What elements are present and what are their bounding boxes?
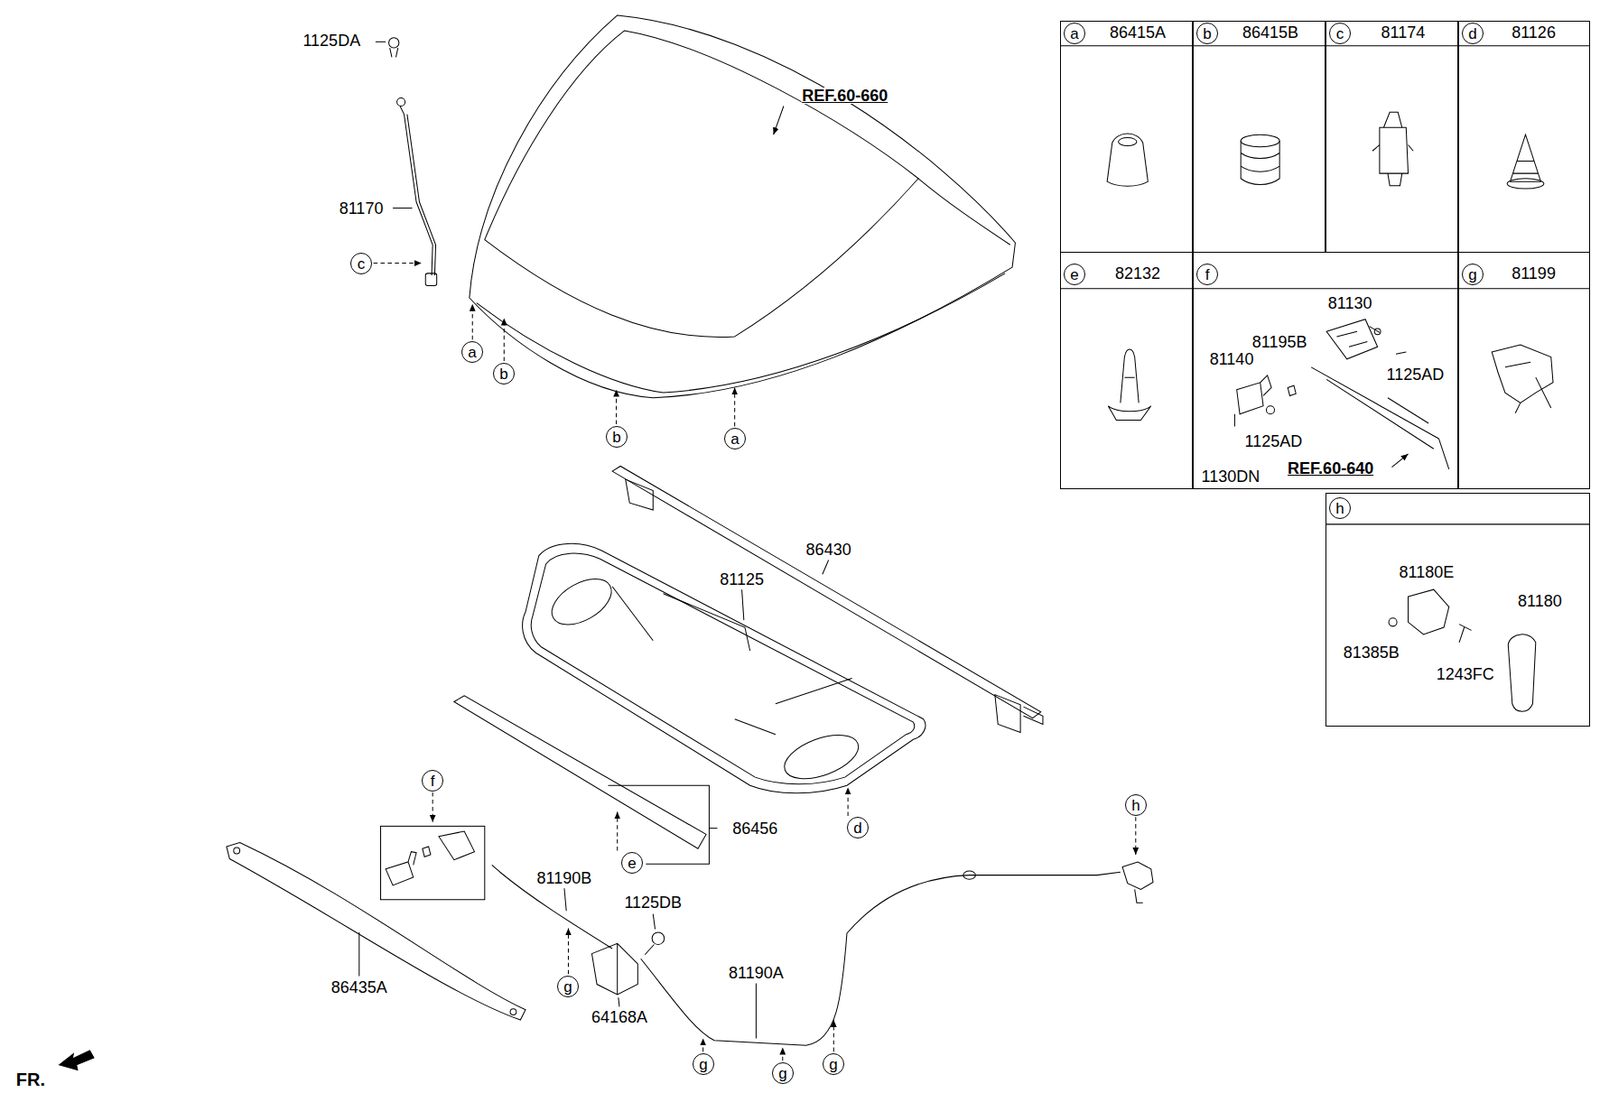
part-number: 82132 (1115, 265, 1161, 282)
callout-letter: f (1205, 267, 1210, 283)
part-number: 81125 (718, 571, 765, 588)
part-number: 1125AD (1386, 366, 1445, 383)
callout-circle: g (1461, 263, 1484, 286)
part-number: 86415B (1242, 24, 1299, 41)
part-number: 86456 (731, 820, 779, 838)
front-indicator: FR. (15, 1070, 47, 1089)
callout-circle: g (822, 1053, 845, 1076)
callout-circle: g (557, 976, 579, 998)
callout-letter: b (612, 429, 621, 446)
part-number: 1125DA (301, 32, 362, 49)
callout-letter: b (499, 366, 508, 382)
part-number: 81195B (1252, 334, 1308, 351)
part-number: 81180 (1517, 593, 1563, 610)
callout-circle: a (724, 427, 746, 450)
callout-circle: b (605, 426, 628, 448)
callout-circle: e (1063, 263, 1086, 286)
part-number: 1130DN (1201, 468, 1261, 485)
callout-letter: c (1336, 26, 1345, 42)
callout-circle: e (621, 852, 643, 875)
callout-letter: d (853, 820, 862, 837)
callout-circle: g (772, 1062, 794, 1085)
callout-circle: h (1125, 794, 1147, 817)
callout-circle: d (1461, 22, 1484, 45)
part-number: 81199 (1511, 265, 1556, 282)
parts-cell: 81130 81195B 1125AD 81140 1125AD 1130DN REF.60… (1192, 251, 1459, 490)
callout-letter: b (1202, 26, 1211, 42)
part-number: 1243FC (1436, 666, 1495, 683)
callout-letter: g (828, 1057, 838, 1073)
callout-letter: g (563, 979, 572, 996)
part-number: 86415A (1109, 24, 1166, 41)
part-number: 81140 (1209, 351, 1255, 368)
part-number: 86430 (805, 541, 853, 559)
callout-circle: f (421, 770, 444, 792)
callout-letter: a (1069, 26, 1079, 42)
callout-circle: h (1329, 497, 1351, 520)
parts-cell: 86415B b (1192, 20, 1326, 253)
part-number: 1125DB (623, 894, 683, 912)
callout-letter: h (1335, 501, 1344, 517)
callout-circle: b (1196, 22, 1219, 45)
callout-letter: f (430, 773, 436, 790)
callout-circle: a (461, 341, 484, 363)
part-number: 81385B (1343, 644, 1400, 661)
callout-circle: d (846, 817, 869, 839)
parts-cell: 81126 d (1458, 20, 1591, 253)
parts-cell: 86415A a (1060, 20, 1193, 253)
part-number: 86435A (330, 979, 389, 996)
part-number: 81174 (1381, 24, 1426, 41)
callout-letter: d (1468, 26, 1477, 42)
parts-cell: 82132 e (1060, 251, 1193, 490)
part-number: 81130 (1328, 295, 1373, 312)
part-number: 81190B (536, 870, 594, 887)
callout-circle: g (692, 1053, 715, 1076)
callout-circle: c (350, 252, 373, 275)
callout-letter: g (778, 1066, 787, 1082)
callout-letter: c (357, 256, 366, 272)
part-number: 81126 (1511, 24, 1556, 41)
callout-letter: a (467, 344, 476, 361)
callout-letter: h (1131, 798, 1140, 814)
callout-letter: a (730, 431, 739, 447)
parts-cell: 81199 g (1458, 251, 1591, 490)
callout-circle: c (1329, 22, 1351, 45)
callout-circle: f (1196, 263, 1219, 286)
callout-letter: g (698, 1057, 707, 1073)
part-number: 64168A (590, 1009, 649, 1026)
part-number: 81180E (1399, 564, 1455, 581)
parts-cell: 81180E 81180 81385B 1243FC h (1325, 493, 1591, 727)
part-number: REF.60-660 (800, 87, 889, 104)
callout-circle: b (493, 362, 515, 385)
parts-cell: 81174 c (1325, 20, 1459, 253)
part-number: 81190A (727, 965, 785, 982)
callout-letter: e (1069, 267, 1079, 283)
callout-letter: e (627, 855, 636, 872)
callout-letter: g (1468, 267, 1477, 283)
part-number: REF.60-640 (1287, 460, 1374, 477)
part-number: 1125AD (1245, 433, 1303, 450)
callout-circle: a (1063, 22, 1086, 45)
part-number: 81170 (338, 200, 385, 217)
